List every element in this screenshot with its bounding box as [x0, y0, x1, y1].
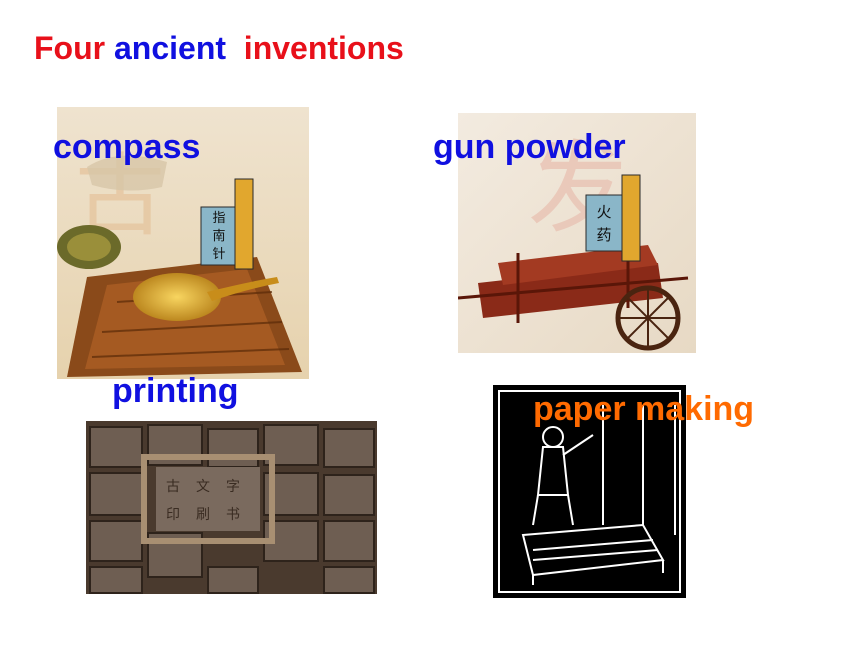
- title-word-ancient: ancient: [113, 30, 227, 66]
- svg-text:指: 指: [212, 211, 225, 226]
- svg-text:古: 古: [166, 479, 180, 495]
- gunpowder-image: 发 火 药: [458, 113, 696, 353]
- svg-text:火: 火: [596, 203, 611, 221]
- papermaking-woodcut-icon: [493, 385, 686, 598]
- compass-spoon-icon: 古 指 南 针: [57, 107, 309, 379]
- slide-title: Four ancient inventions: [34, 30, 404, 67]
- compass-label: compass: [53, 128, 201, 166]
- printing-image: 古文字 印刷书: [86, 421, 377, 594]
- svg-text:刷: 刷: [196, 507, 210, 523]
- svg-text:南: 南: [212, 228, 225, 244]
- papermaking-label: paper making: [533, 390, 755, 428]
- svg-text:文: 文: [196, 479, 210, 495]
- compass-image: 古 指 南 针: [57, 107, 309, 379]
- svg-text:药: 药: [596, 226, 611, 244]
- gunpowder-cart-icon: 发 火 药: [458, 113, 696, 353]
- svg-text:书: 书: [226, 507, 240, 523]
- title-word-inventions: inventions: [243, 30, 404, 66]
- svg-text:针: 针: [212, 247, 225, 262]
- svg-text:印: 印: [166, 507, 180, 523]
- papermaking-image: [493, 385, 686, 598]
- svg-text:字: 字: [226, 479, 240, 495]
- title-word-four: Four: [34, 30, 106, 66]
- printing-blocks-icon: 古文字 印刷书: [86, 421, 377, 594]
- gunpowder-label: gun powder: [433, 128, 626, 166]
- printing-label: printing: [112, 372, 239, 410]
